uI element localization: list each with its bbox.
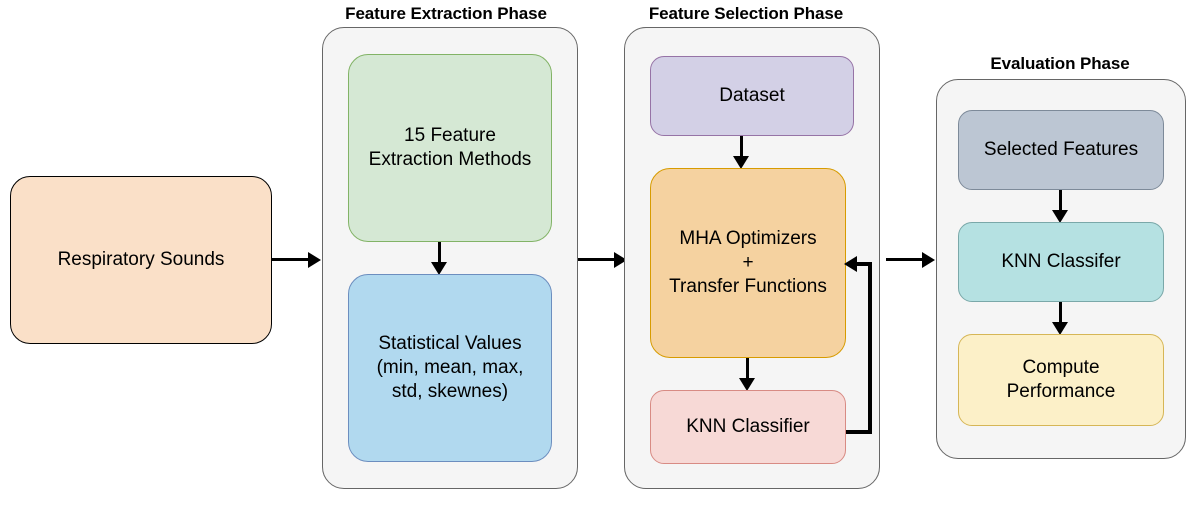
line-2: (min, mean, max, xyxy=(376,356,524,378)
connector-input-to-extraction-line xyxy=(272,258,312,261)
node-feature-extraction-methods-label: 15 Feature Extraction Methods xyxy=(369,124,532,173)
node-mha-optimizers-label: MHA Optimizers + Transfer Functions xyxy=(669,227,827,300)
connector-feedback-segment-horizontal-top xyxy=(856,262,872,266)
node-compute-performance-label: Compute Performance xyxy=(1007,356,1116,405)
node-knn-classifier-selection: KNN Classifier xyxy=(650,390,846,464)
connector-knn-to-performance-line xyxy=(1059,302,1062,328)
connector-features-to-knn-arrowhead xyxy=(1052,210,1068,223)
connector-input-to-extraction-arrowhead xyxy=(308,252,321,268)
connector-dataset-to-mha-line xyxy=(740,136,743,162)
line-1: MHA Optimizers xyxy=(679,227,817,249)
node-knn-classifer-evaluation-label: KNN Classifer xyxy=(1001,250,1121,272)
connector-selection-to-evaluation-arrowhead xyxy=(922,252,935,268)
line-2: Performance xyxy=(1006,381,1116,402)
connector-mha-to-knn-arrowhead xyxy=(739,378,755,391)
connector-features-to-knn-line xyxy=(1059,190,1062,216)
node-selected-features-label: Selected Features xyxy=(983,138,1139,160)
node-mha-optimizers: MHA Optimizers + Transfer Functions xyxy=(650,168,846,358)
line-3: Transfer Functions xyxy=(669,276,827,298)
node-selected-features: Selected Features xyxy=(958,110,1164,190)
connector-mha-to-knn-line xyxy=(746,358,749,384)
line-2: + xyxy=(742,251,754,273)
line-1: Statistical Values xyxy=(378,332,522,354)
line-1: Compute xyxy=(1022,356,1100,378)
node-respiratory-sounds-label: Respiratory Sounds xyxy=(57,248,225,270)
node-dataset-label: Dataset xyxy=(719,84,785,106)
connector-dataset-to-mha-arrowhead xyxy=(733,156,749,169)
connector-methods-to-statistics-arrowhead xyxy=(431,262,447,275)
node-statistical-values: Statistical Values (min, mean, max, std,… xyxy=(348,274,552,462)
connector-methods-to-statistics-line xyxy=(438,242,441,268)
phase-title-evaluation: Evaluation Phase xyxy=(990,54,1130,73)
node-knn-classifer-evaluation: KNN Classifer xyxy=(958,222,1164,302)
connector-feedback-arrowhead xyxy=(844,256,857,272)
phase-title-feature-extraction: Feature Extraction Phase xyxy=(345,4,547,23)
node-respiratory-sounds: Respiratory Sounds xyxy=(10,176,272,344)
connector-extraction-to-selection-arrowhead xyxy=(614,252,627,268)
node-feature-extraction-methods: 15 Feature Extraction Methods xyxy=(348,54,552,242)
connector-knn-to-performance-arrowhead xyxy=(1052,322,1068,335)
node-knn-classifier-selection-label: KNN Classifier xyxy=(686,415,810,437)
connector-extraction-to-selection-line xyxy=(578,258,618,261)
phase-title-feature-selection: Feature Selection Phase xyxy=(648,4,844,23)
node-statistical-values-label: Statistical Values (min, mean, max, std,… xyxy=(377,332,524,405)
connector-feedback-segment-horizontal-bottom xyxy=(846,430,872,434)
line-2: Extraction Methods xyxy=(368,149,532,170)
connector-selection-to-evaluation-line xyxy=(886,258,926,261)
node-compute-performance: Compute Performance xyxy=(958,334,1164,426)
node-dataset: Dataset xyxy=(650,56,854,136)
line-1: 15 Feature xyxy=(404,124,496,146)
connector-feedback-segment-vertical xyxy=(868,262,872,434)
line-3: std, skewnes) xyxy=(391,381,509,403)
